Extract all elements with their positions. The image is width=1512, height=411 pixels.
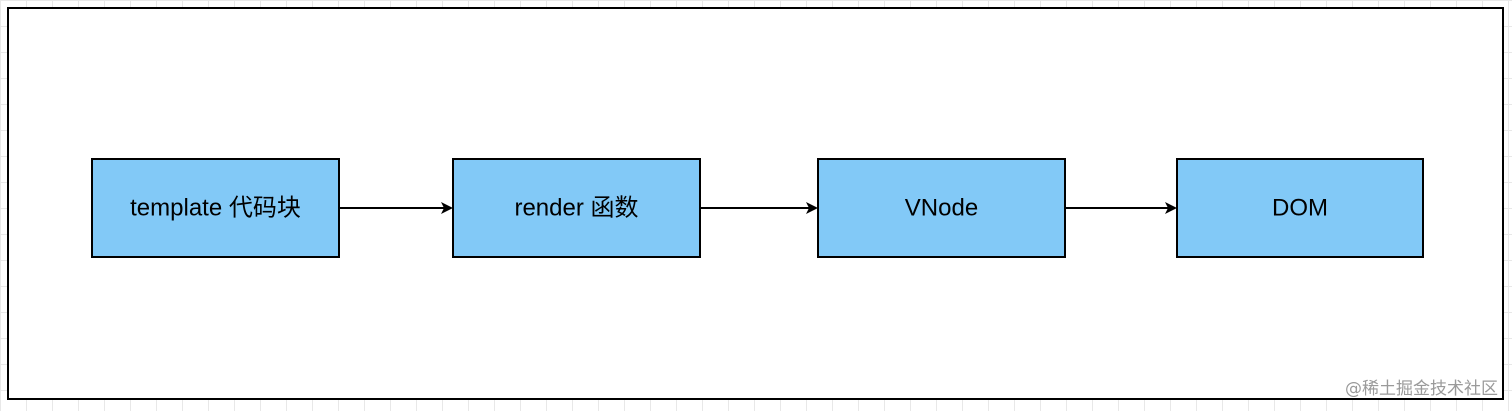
node-dom[interactable]: DOM (1176, 158, 1424, 258)
node-vnode-label: VNode (905, 195, 978, 222)
node-vnode[interactable]: VNode (817, 158, 1066, 258)
node-template-label: template 代码块 (130, 195, 301, 222)
node-dom-label: DOM (1272, 195, 1328, 222)
watermark-text: @稀土掘金技术社区 (1345, 379, 1498, 399)
node-template[interactable]: template 代码块 (91, 158, 340, 258)
node-render[interactable]: render 函数 (452, 158, 701, 258)
node-render-label: render 函数 (514, 195, 638, 222)
